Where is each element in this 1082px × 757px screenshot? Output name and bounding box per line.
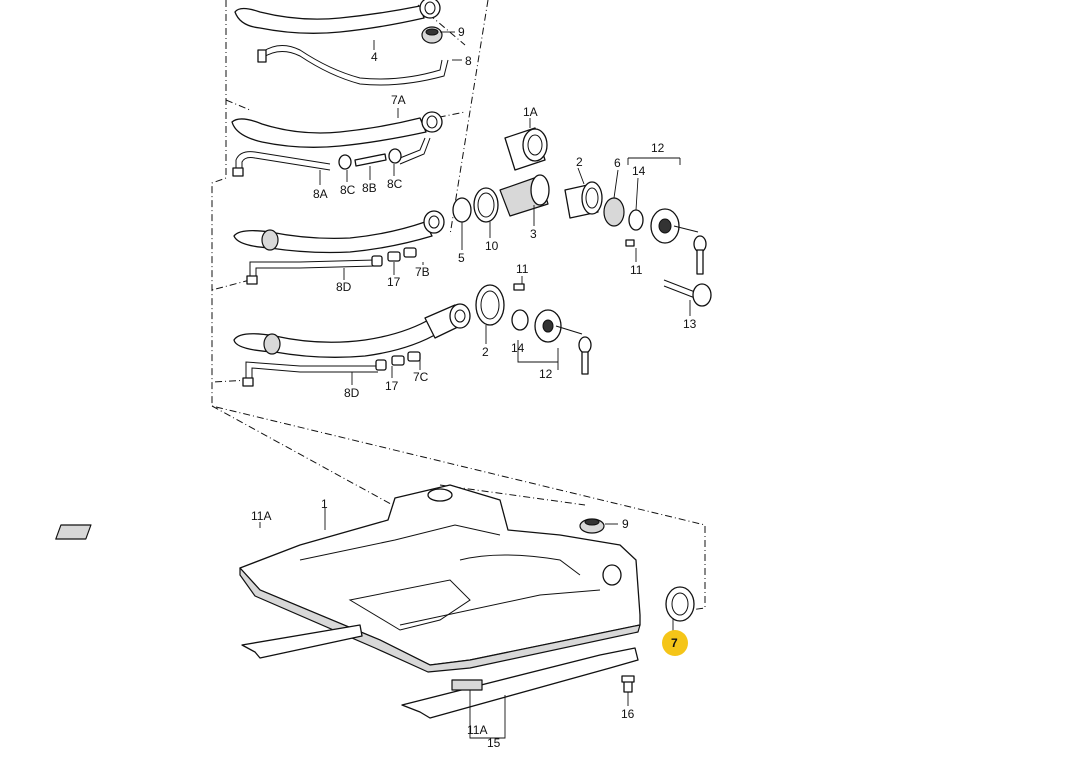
label-14: 14	[511, 341, 525, 355]
label-10: 10	[485, 239, 499, 253]
label-8: 8	[465, 54, 472, 68]
label-13: 13	[683, 317, 697, 331]
hose-assembly-4	[234, 0, 449, 86]
filler-neck-parts	[452, 127, 712, 375]
label-1: 1	[321, 497, 328, 511]
label-1a: 1A	[523, 105, 538, 119]
label-14: 14	[632, 164, 646, 178]
label-12: 12	[651, 141, 665, 155]
mounting-straps	[55, 524, 639, 719]
hose-assembly-7a	[231, 111, 443, 177]
fuel-tank	[239, 484, 695, 673]
label-8b: 8B	[362, 181, 377, 195]
hose-assembly-7c	[233, 303, 471, 387]
label-2: 2	[482, 345, 489, 359]
label-8d: 8D	[344, 386, 360, 400]
callout-labels: 4 9 8 7A 1A 12 2 6 14 8A 8C 8B 8C 5 10 3…	[251, 25, 697, 750]
label-12: 12	[539, 367, 553, 381]
label-4: 4	[371, 50, 378, 64]
label-5: 5	[458, 251, 465, 265]
label-9: 9	[622, 517, 629, 531]
label-6: 6	[614, 156, 621, 170]
label-11: 11	[630, 263, 643, 277]
label-8a: 8A	[313, 187, 328, 201]
label-7b: 7B	[415, 265, 430, 279]
leader-lines	[259, 31, 691, 739]
label-7c: 7C	[413, 370, 429, 384]
hose-assembly-7b	[233, 210, 445, 285]
label-15: 15	[487, 736, 501, 750]
label-7a: 7A	[391, 93, 406, 107]
label-11: 11	[516, 262, 529, 276]
label-11a: 11A	[467, 723, 487, 737]
highlight-marker	[662, 630, 688, 656]
label-17: 17	[385, 379, 399, 393]
label-3: 3	[530, 227, 537, 241]
label-11a: 11A	[251, 509, 271, 523]
label-8d: 8D	[336, 280, 352, 294]
label-8c: 8C	[387, 177, 403, 191]
label-16: 16	[621, 707, 635, 721]
label-9: 9	[458, 25, 465, 39]
label-2: 2	[576, 155, 583, 169]
label-8c: 8C	[340, 183, 356, 197]
label-7: 7	[671, 636, 678, 650]
label-17: 17	[387, 275, 401, 289]
